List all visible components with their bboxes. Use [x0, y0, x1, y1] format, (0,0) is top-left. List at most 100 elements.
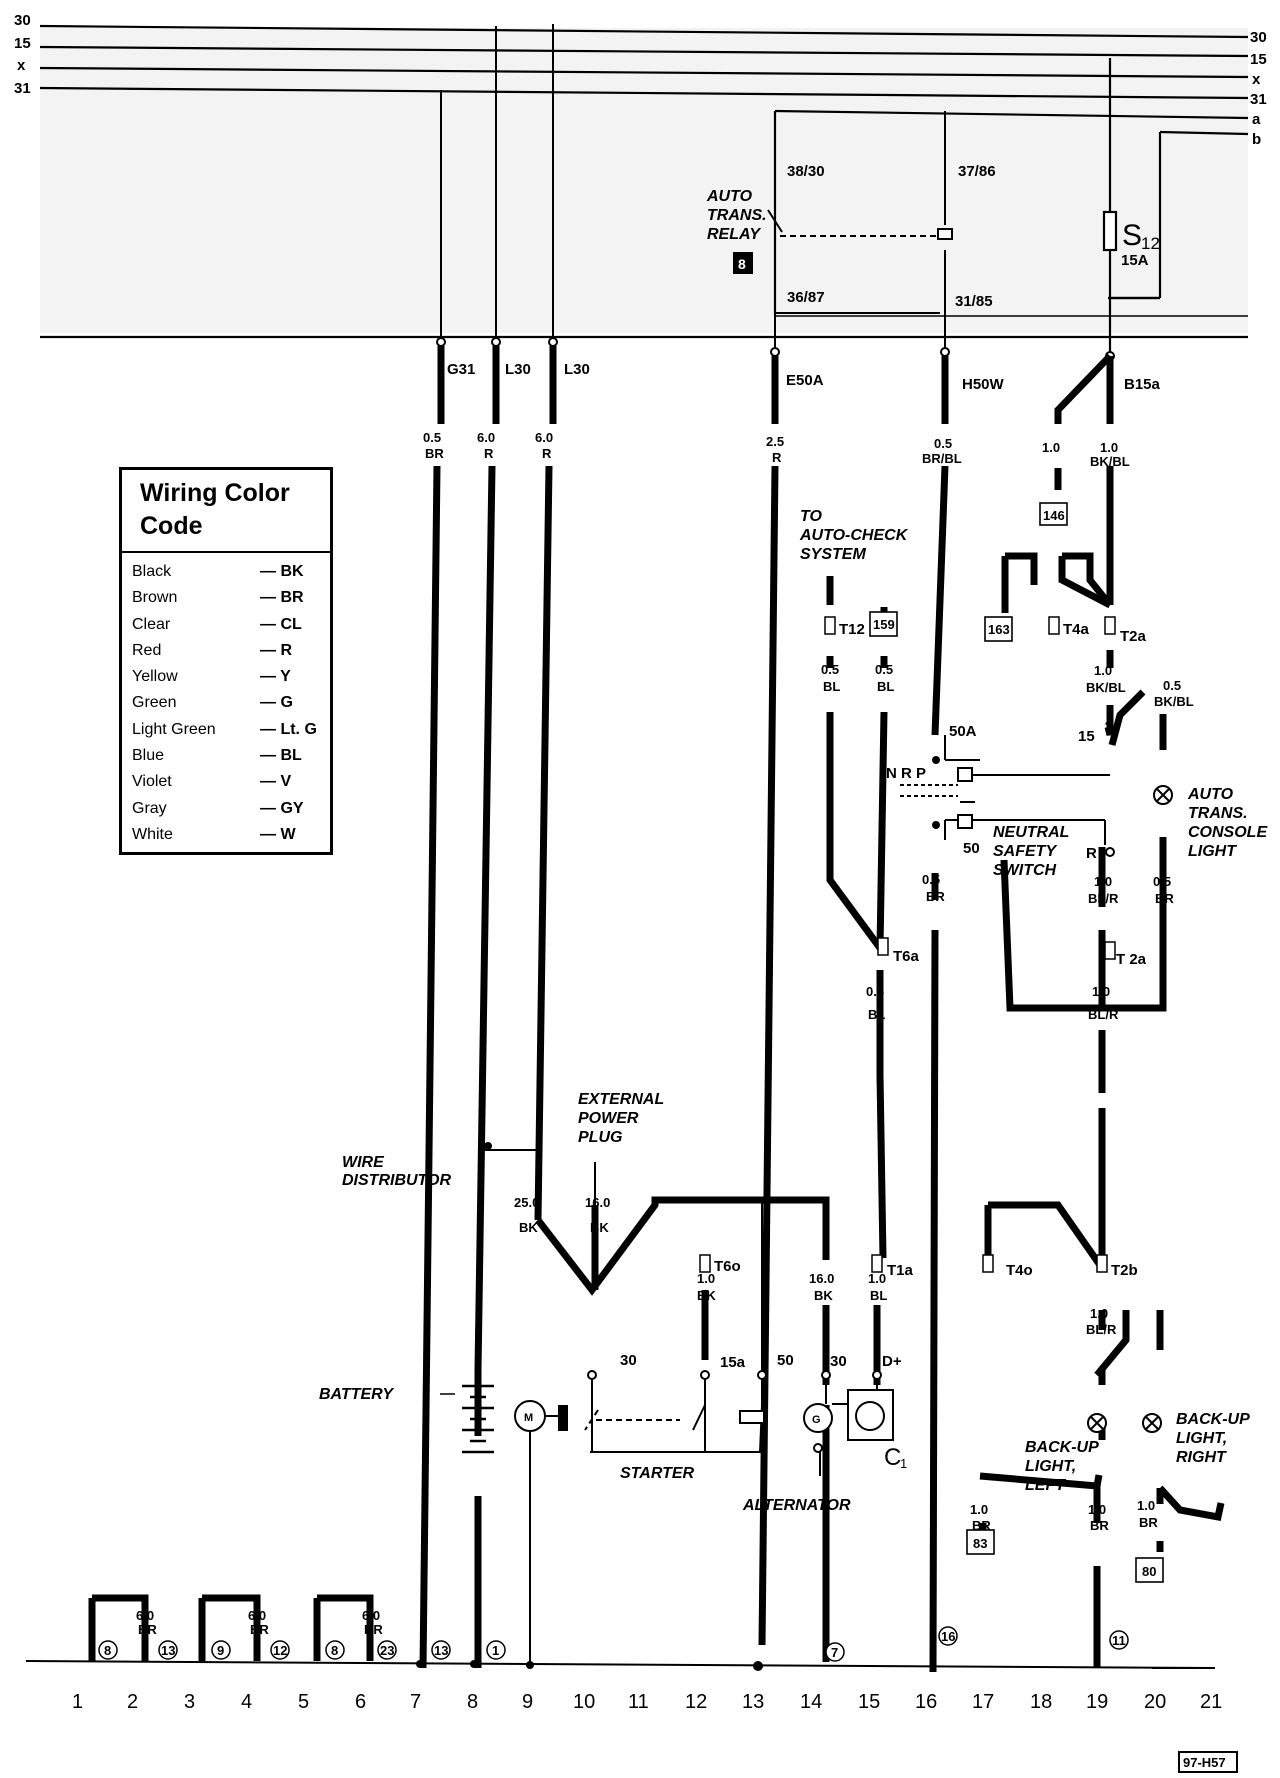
connector-labels-lower: T12 T4a T2a T6a T 2a T6o T1a T4o T2b: [714, 621, 1147, 1279]
column-number: 15: [858, 1691, 880, 1713]
wire-size-e50a: 2.5: [766, 434, 784, 449]
diagram-id: 97-H57: [1183, 1755, 1226, 1770]
ground-circle: 13: [431, 1640, 451, 1660]
legend-color-name: White: [132, 825, 173, 843]
wire-color-r-out: BL/R: [1088, 891, 1119, 906]
conn-t12: T12: [839, 621, 865, 638]
legend-color-name: Brown: [132, 589, 178, 607]
ground-circle-label: 13: [161, 1643, 175, 1658]
diagram-id-box: [1178, 1751, 1238, 1773]
rail-label-30-right: 30: [1250, 29, 1267, 46]
legend-row: Yellow— Y: [132, 664, 326, 690]
wire-color-t2a-out: BK/BL: [1086, 680, 1126, 695]
column-number: 6: [355, 1691, 366, 1713]
rail-label-15: 15: [14, 35, 31, 52]
term-r: R: [1086, 845, 1097, 862]
wire-tags: 0.5 BR 6.0 R 6.0 R 2.5 R 0.5 BR/BL 1.0 1…: [136, 430, 1194, 1637]
external-plug-title-2: POWER: [578, 1110, 639, 1127]
wire-size-t1a: 1.0: [868, 1271, 886, 1286]
wire-color-console-top: BK/BL: [1154, 694, 1194, 709]
boxed-reference-labels: 146 163 159 83 80: [873, 508, 1156, 1579]
rail-labels-left: 30 15 x 31: [14, 12, 31, 97]
ground-circle-label: 9: [217, 1643, 224, 1658]
wire-color-g4: BR: [250, 1622, 269, 1637]
conn-t2a-mid: T 2a: [1116, 951, 1147, 968]
fuse-label: S: [1122, 219, 1142, 252]
legend-row: Gray— GY: [132, 796, 326, 822]
ground-circle: 23: [377, 1640, 397, 1660]
auto-check-title-1: TO: [800, 508, 822, 525]
column-number: 9: [522, 1691, 533, 1713]
wire-size-bl-19: 1.0: [1088, 1502, 1106, 1517]
legend-title: Wiring Color Code: [122, 470, 330, 553]
battery-label: BATTERY: [319, 1386, 394, 1403]
ref-163: 163: [988, 622, 1010, 637]
wire-color-g6: BR: [364, 1622, 383, 1637]
conn-t2a-top: T2a: [1120, 628, 1147, 645]
c1-label: C: [884, 1444, 901, 1471]
ground-circle-label: 11: [1112, 1633, 1126, 1648]
legend-row: White— W: [132, 822, 326, 848]
ground-circle-label: 1: [492, 1643, 499, 1658]
neutral-switch-title-1: NEUTRAL: [993, 824, 1069, 841]
wire-size-bl-right: 1.0: [1137, 1498, 1155, 1513]
legend-color-name: Black: [132, 563, 172, 580]
wire-size-nss-out: 0.5: [922, 872, 940, 887]
wire-size-g6: 6.0: [362, 1608, 380, 1623]
legend-color-name: Green: [132, 694, 177, 712]
fuse-s12: [1102, 58, 1160, 356]
ground-circle-labels: 8 13 9 12 8 23 13 1 7 16 11: [98, 1626, 1129, 1662]
connector-labels-top: G31 L30 L30 E50A H50W B15a: [447, 361, 1161, 393]
wire-size-t12: 0.5: [821, 662, 839, 677]
conn-t2b: T2b: [1111, 1262, 1138, 1279]
legend-color-code: — CL: [260, 615, 302, 633]
wire-color-batt: BK: [519, 1220, 538, 1235]
backup-lights: [1087, 1413, 1162, 1433]
wire-size-g2: 6.0: [136, 1608, 154, 1623]
rail-label-31-right: 31: [1250, 91, 1267, 108]
relay-pin-37-86: 37/86: [958, 163, 996, 180]
neutral-switch-title-3: SWITCH: [993, 862, 1057, 879]
alternator-label: ALTERNATOR: [742, 1497, 851, 1514]
ground-circle: 16: [938, 1626, 958, 1646]
ground-circle: 8: [98, 1640, 118, 1660]
conn-l30-b: L30: [564, 361, 590, 378]
legend-row: Violet — V: [132, 769, 326, 795]
ground-circle: 11: [1109, 1630, 1129, 1650]
column-number: 5: [298, 1691, 309, 1713]
backup-right-title-1: BACK-UP: [1176, 1411, 1250, 1428]
wire-color-ext: BK: [590, 1220, 609, 1235]
connector-glyphs: [699, 616, 1116, 1273]
wire-color-l30a: R: [484, 446, 494, 461]
power-rails: [39, 24, 1249, 339]
relay-pin-38-30: 38/30: [787, 163, 825, 180]
column-number: 21: [1200, 1691, 1222, 1713]
column-number: 14: [800, 1691, 822, 1713]
starter-motor: [514, 1370, 767, 1560]
column-number: 10: [573, 1691, 595, 1713]
term-30-starter: 30: [620, 1352, 637, 1369]
relay-labels: AUTO TRANS. RELAY 8 38/30 37/86 36/87 31…: [706, 163, 996, 310]
external-plug-title-3: PLUG: [578, 1129, 622, 1146]
fuse-panel-area: [40, 28, 1248, 333]
relay-pin-36-87: 36/87: [787, 289, 825, 306]
term-50-starter: 50: [777, 1352, 794, 1369]
console-light-title-1: AUTO: [1187, 786, 1234, 803]
wire-size-batt: 25.0: [514, 1195, 539, 1210]
legend-color-code: — G: [260, 694, 293, 712]
wire-size-console-top: 0.5: [1163, 678, 1181, 693]
legend-color-name: Violet: [132, 773, 172, 791]
column-number: 1: [72, 1691, 83, 1713]
starter-motor-glyph: M: [524, 1412, 533, 1424]
legend-color-code: — V: [260, 773, 292, 791]
ground-circle-label: 23: [380, 1643, 394, 1658]
ref-159: 159: [873, 617, 895, 632]
wire-color-t2b: BL/R: [1086, 1322, 1117, 1337]
column-number: 3: [184, 1691, 195, 1713]
conn-e50a: E50A: [786, 372, 824, 389]
conn-t6o: T6o: [714, 1258, 741, 1275]
ground-circle-label: 7: [831, 1645, 838, 1660]
column-number: 2: [127, 1691, 138, 1713]
ground-circle: 12: [270, 1640, 290, 1660]
